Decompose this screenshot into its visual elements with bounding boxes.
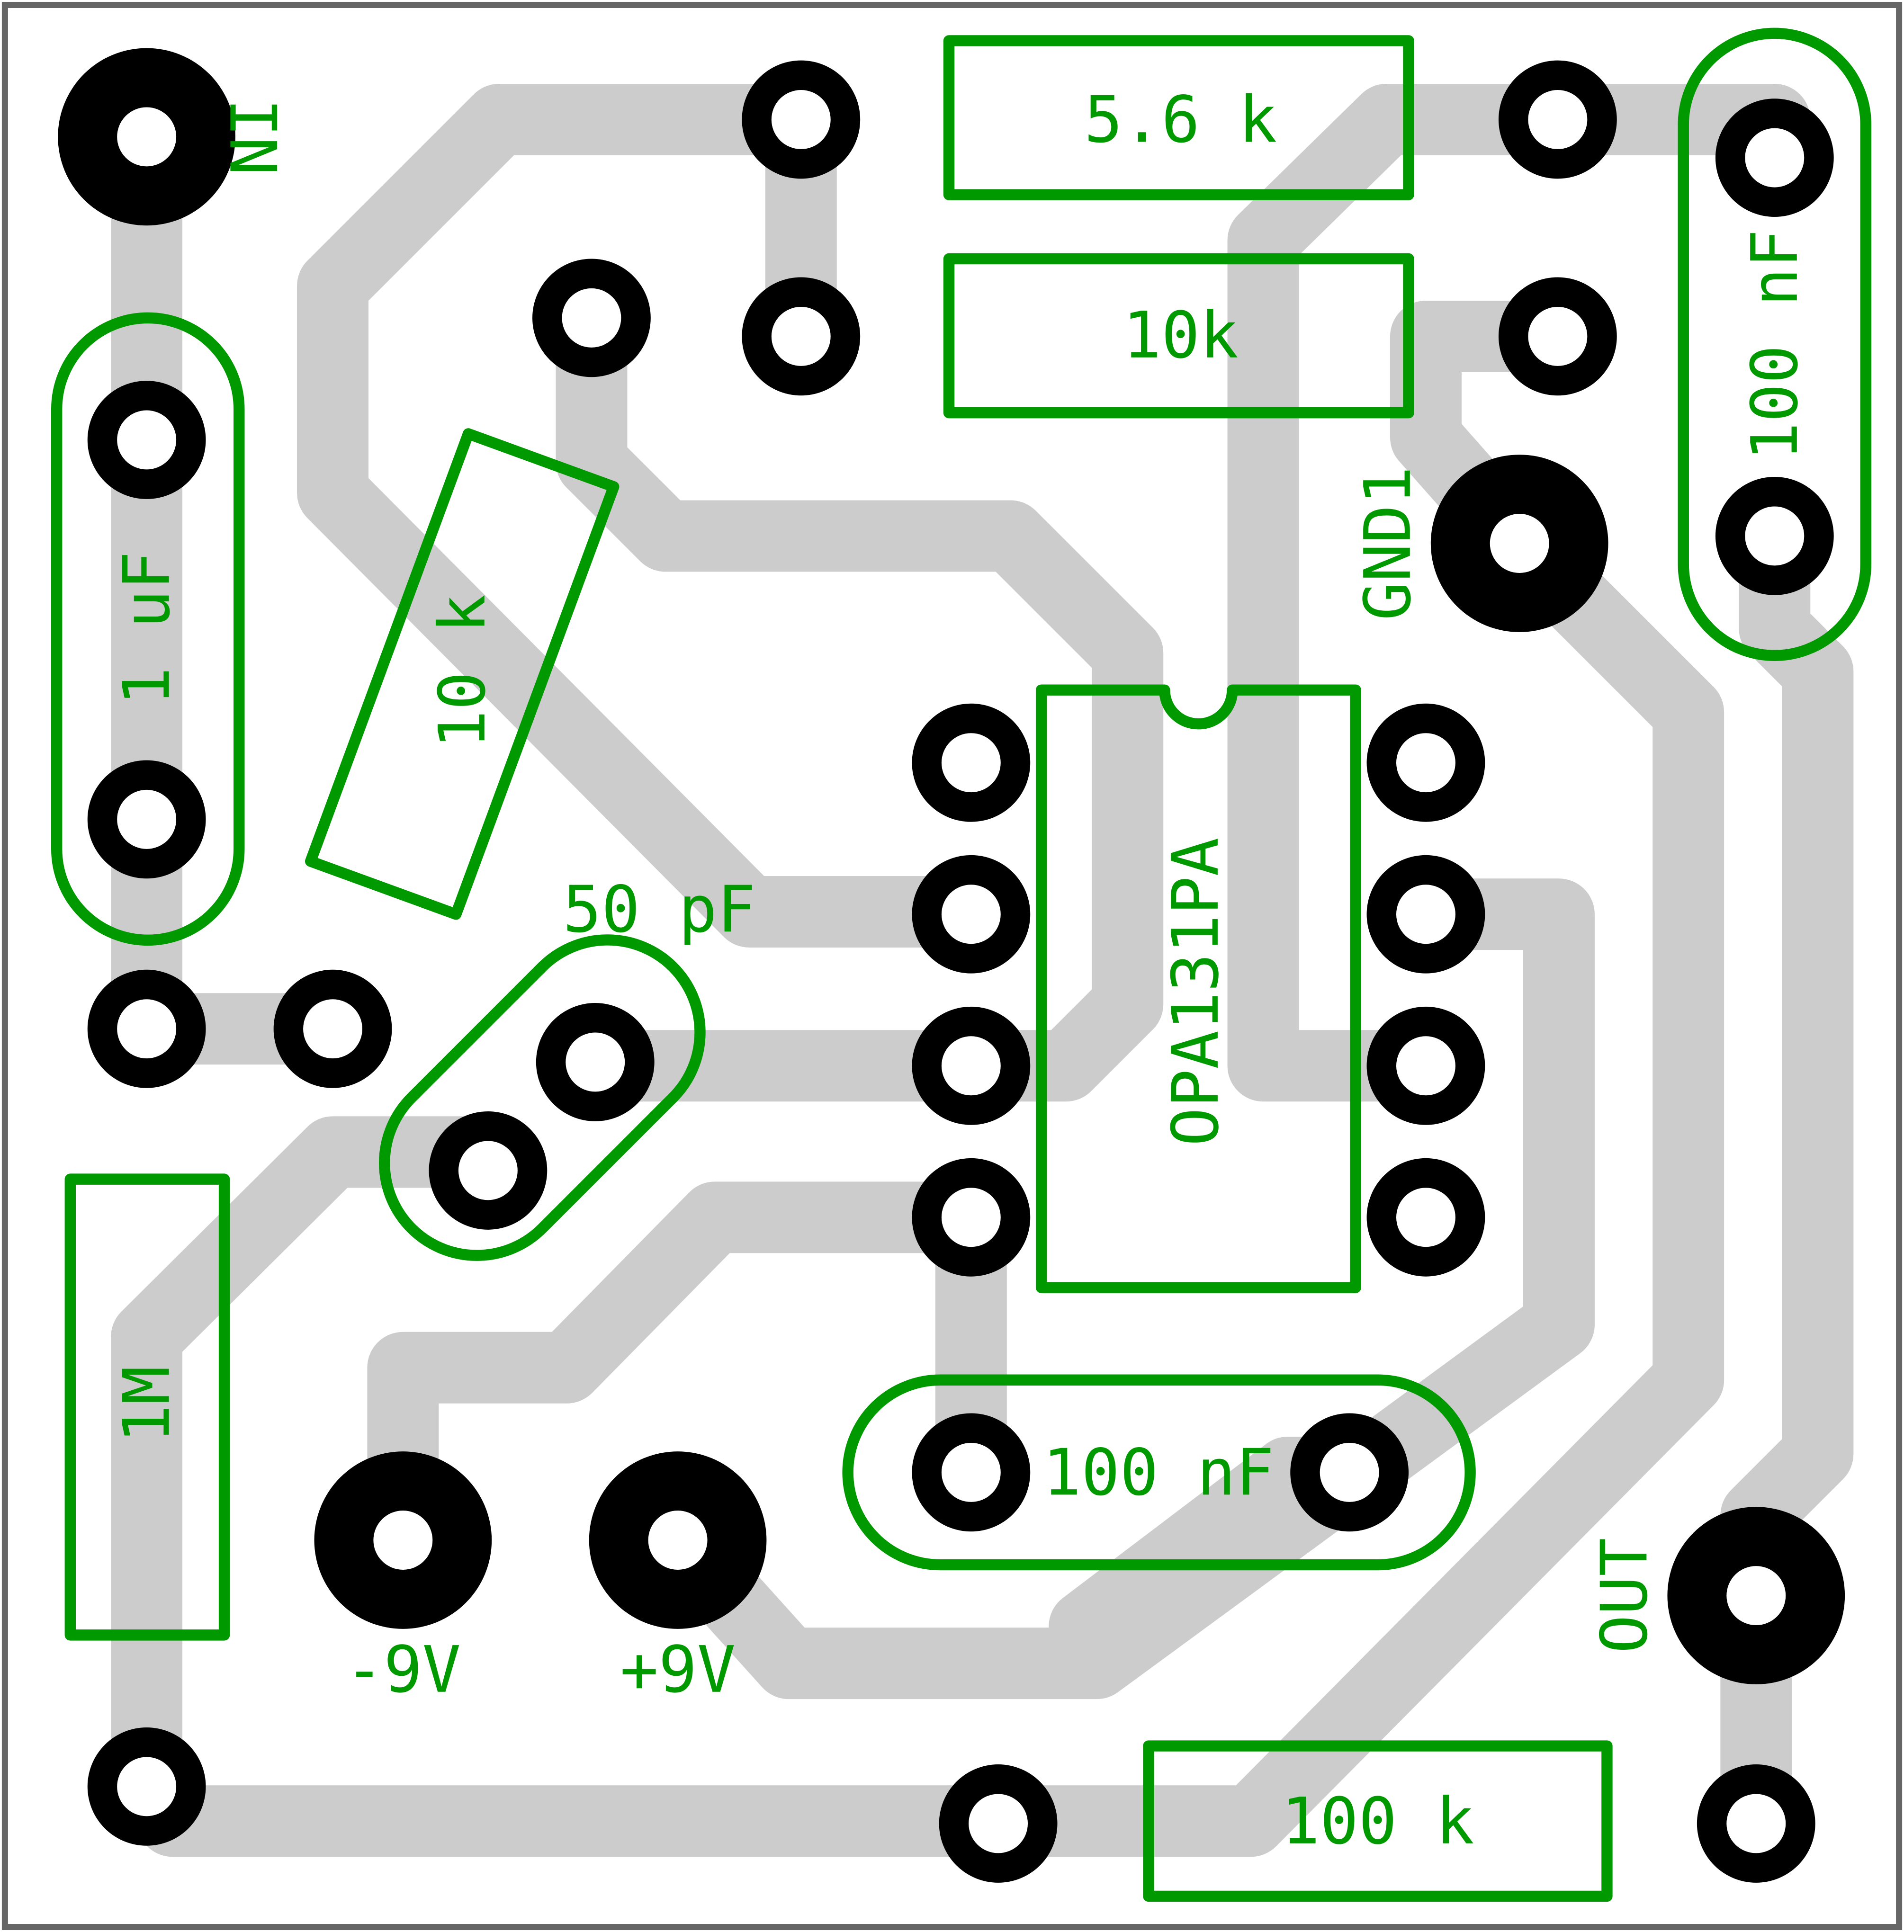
label-r-10k: 10k xyxy=(1123,298,1238,373)
pad-hole xyxy=(1396,1188,1455,1247)
label-out: OUT xyxy=(1587,1538,1662,1653)
pad-hole xyxy=(1396,1036,1455,1096)
pad-hole xyxy=(941,885,1001,944)
cap-100nf-bottom-outline xyxy=(842,1374,1476,1571)
label-in: IN xyxy=(215,98,290,175)
label-c-1uf: 1 uF xyxy=(109,551,184,706)
cap-1uf-outline xyxy=(51,312,245,946)
pad-hole xyxy=(117,789,177,849)
pad-hole xyxy=(373,1511,433,1570)
label-r-1m: 1M xyxy=(109,1366,184,1443)
label-ic: OPA131PA xyxy=(1158,838,1233,1146)
label-r-100k: 100 k xyxy=(1281,1784,1474,1859)
pad-hole xyxy=(117,999,177,1059)
pad-hole xyxy=(941,1188,1001,1247)
trace-feedback xyxy=(297,84,1007,948)
cap-50pf-outline xyxy=(379,934,706,1261)
trace-inv xyxy=(556,282,1164,1102)
pads xyxy=(58,48,1845,1883)
resistor-1m-outline xyxy=(64,1173,230,1641)
pad-hole xyxy=(941,1036,1001,1096)
pad-hole xyxy=(648,1511,708,1570)
pad-hole xyxy=(1745,128,1805,188)
pad-hole xyxy=(1396,885,1455,944)
labels: IN 1 uF 10 k 5.6 k 10k 100 nF GND1 OPA13… xyxy=(109,82,1812,1858)
pad-hole xyxy=(1726,1794,1786,1853)
pad-hole xyxy=(117,107,177,167)
pad-hole xyxy=(941,1442,1001,1502)
pad-hole xyxy=(117,410,177,470)
label-neg-supply: -9V xyxy=(345,1632,461,1707)
pad-hole xyxy=(969,1794,1028,1853)
pad-hole xyxy=(941,733,1001,793)
cap-100nf-right-outline xyxy=(1678,27,1872,662)
pad-hole xyxy=(117,1757,177,1816)
pad-hole xyxy=(1528,90,1588,149)
resistor-100k-outline xyxy=(1143,1740,1613,1902)
pad-hole xyxy=(1745,506,1805,566)
pad-hole xyxy=(1396,733,1455,793)
pad-hole xyxy=(458,1141,518,1200)
pad-hole xyxy=(771,90,831,149)
pad-hole xyxy=(303,999,362,1059)
label-c-50pf: 50 pF xyxy=(563,872,755,947)
label-r-5k6: 5.6 k xyxy=(1084,82,1277,157)
resistor-10k-outline xyxy=(943,253,1414,419)
silkscreen xyxy=(51,27,1872,1902)
pad-hole xyxy=(1726,1566,1786,1626)
pad-hole xyxy=(1490,514,1549,573)
pad-hole xyxy=(562,288,621,348)
resistor-10k-diag-outline xyxy=(305,428,620,920)
resistor-5k6-outline xyxy=(943,35,1414,200)
ic-outline xyxy=(1035,684,1361,1293)
pad-hole xyxy=(1528,306,1588,366)
pad-hole xyxy=(1320,1442,1379,1502)
label-pos-supply: +9V xyxy=(620,1632,736,1707)
pad-hole xyxy=(771,306,831,366)
label-c-100nf-bottom: 100 nF xyxy=(1042,1435,1274,1510)
label-c-100nf-right: 100 nF xyxy=(1737,229,1812,461)
trace-1m xyxy=(111,1116,524,1823)
trace-neg xyxy=(367,1181,1007,1576)
label-r-10k-diag: 10 k xyxy=(425,594,500,749)
label-gnd: GND1 xyxy=(1350,466,1425,621)
pad-hole xyxy=(566,1032,625,1092)
